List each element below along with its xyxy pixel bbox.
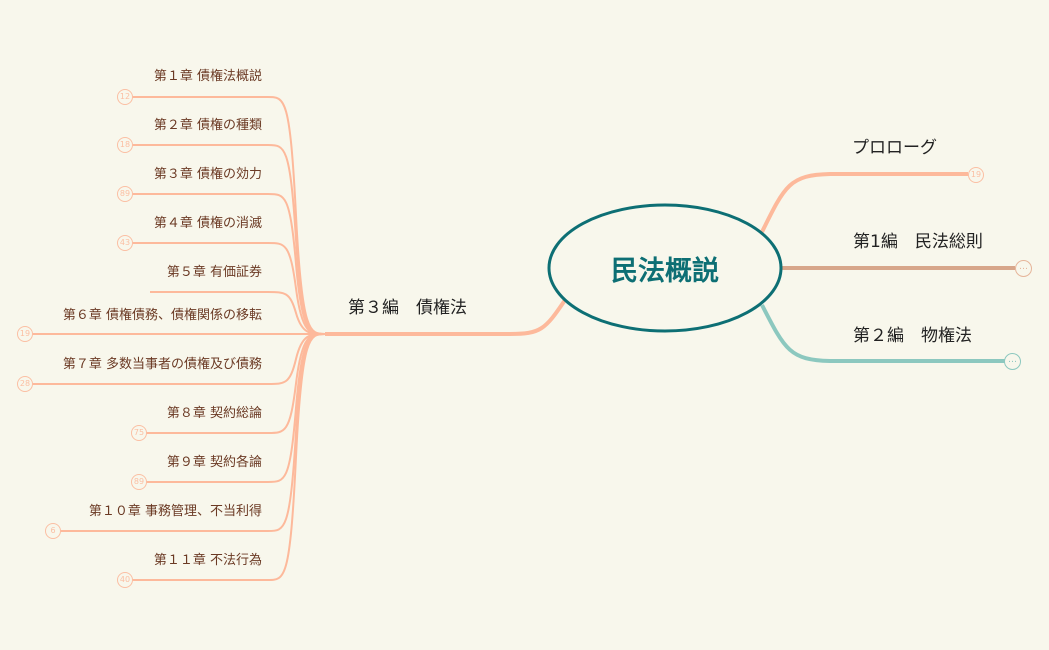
chapter-node[interactable]: 第４章 債権の消滅 — [153, 216, 262, 231]
root-node[interactable]: 民法概説 — [611, 255, 719, 287]
chapter-node[interactable]: 第８章 契約総論 — [166, 406, 262, 421]
chapter-node[interactable]: 第７章 多数当事者の債権及び債務 — [62, 357, 262, 372]
chapter-count-badge[interactable]: 40 — [117, 572, 133, 588]
chapter-count-badge[interactable]: 89 — [117, 186, 133, 202]
chapter-node[interactable]: 第１章 債権法概説 — [153, 69, 262, 84]
connector-part3 — [325, 298, 567, 336]
connector-prologue — [760, 172, 968, 233]
chapter-count-badge[interactable]: 75 — [131, 425, 147, 441]
chapter-node[interactable]: 第５章 有価証券 — [166, 265, 262, 280]
chapter-node[interactable]: 第１０章 事務管理、不当利得 — [88, 504, 262, 519]
branch-prologue[interactable]: プロローグ — [852, 138, 937, 158]
chapter-node[interactable]: 第１１章 不法行為 — [153, 553, 262, 568]
chapter-count-badge[interactable]: 6 — [45, 523, 61, 539]
chapter-count-badge[interactable]: 19 — [17, 326, 33, 342]
branch-part2-property[interactable]: 第２編 物権法 — [853, 326, 972, 346]
root-node-shape — [547, 203, 783, 333]
chapter-count-badge[interactable]: 28 — [17, 376, 33, 392]
chapter-count-badge[interactable]: 12 — [117, 89, 133, 105]
part1-expand-icon[interactable]: … — [1015, 260, 1032, 277]
prologue-count-badge[interactable]: 19 — [968, 167, 984, 183]
chapter-count-badge[interactable]: 18 — [117, 137, 133, 153]
part2-expand-icon[interactable]: … — [1004, 353, 1021, 370]
chapter-node[interactable]: 第３章 債権の効力 — [153, 167, 262, 182]
chapter-node[interactable]: 第９章 契約各論 — [166, 455, 262, 470]
chapter-connector — [132, 333, 326, 581]
branch-part3-obligations[interactable]: 第３編 債権法 — [348, 298, 467, 318]
branch-part1-general[interactable]: 第1編 民法総則 — [853, 232, 983, 252]
chapter-count-badge[interactable]: 89 — [131, 474, 147, 490]
chapter-node[interactable]: 第６章 債権債務、債権関係の移転 — [62, 308, 262, 323]
chapter-node[interactable]: 第２章 債権の種類 — [153, 118, 262, 133]
connector-part2 — [760, 304, 1005, 363]
chapter-count-badge[interactable]: 43 — [117, 235, 133, 251]
